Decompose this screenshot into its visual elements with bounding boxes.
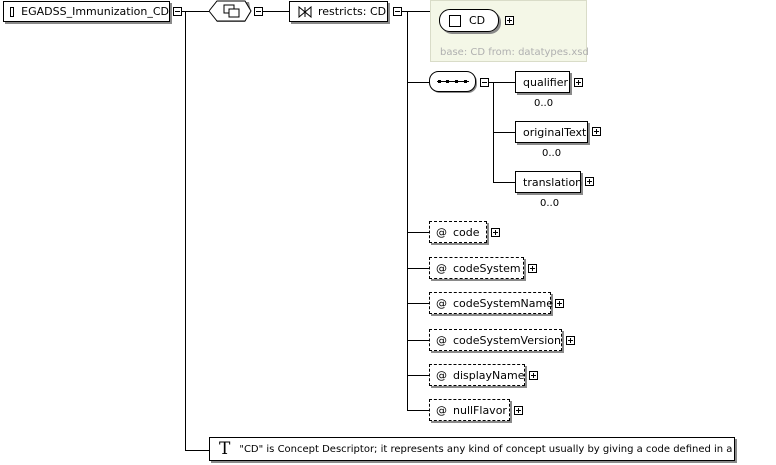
attribute-icon: @ (436, 296, 447, 310)
attribute-code[interactable]: @ code (429, 221, 487, 243)
connector-choice-restricts (261, 11, 289, 12)
collapse-choice-toggle[interactable] (254, 7, 263, 16)
attribute-codesystemname[interactable]: @ codeSystemName (429, 292, 553, 314)
collapse-restriction-toggle[interactable] (393, 7, 402, 16)
connector-annotation (185, 450, 209, 451)
element-label: translation (523, 175, 583, 189)
restriction-label: restricts: CD (318, 5, 387, 18)
attribute-codesystem[interactable]: @ codeSystem (429, 257, 524, 279)
attribute-icon: @ (436, 333, 447, 347)
base-type-node[interactable]: CD (439, 9, 499, 32)
connector-translation (493, 182, 515, 183)
root-element-node[interactable]: EGADSS_Immunization_CD (3, 1, 170, 22)
element-translation[interactable]: translation (515, 171, 583, 193)
connector-attr-codesystemname (407, 303, 429, 304)
sequence-compositor-node[interactable] (429, 70, 479, 95)
connector-attr-codesystem (407, 268, 429, 269)
occurrence-label: 0..0 (534, 98, 554, 109)
connector-sequence-out (487, 82, 515, 83)
connector-attr-nullflavor (407, 410, 429, 411)
expand-displayname-toggle[interactable] (529, 371, 538, 380)
expand-codesystemname-toggle[interactable] (555, 299, 564, 308)
attribute-nullflavor[interactable]: @ nullFlavor (429, 399, 510, 421)
collapse-sequence-toggle[interactable] (480, 78, 489, 87)
attribute-label: codeSystem (453, 261, 521, 275)
attribute-label: codeSystemName (453, 296, 553, 310)
attribute-label: code (453, 225, 480, 239)
connector-sequence (407, 82, 429, 83)
expand-translation-toggle[interactable] (585, 177, 594, 186)
expand-code-toggle[interactable] (491, 228, 500, 237)
element-label: qualifier (523, 75, 569, 89)
element-qualifier[interactable]: qualifier (515, 71, 570, 93)
attribute-icon: @ (436, 368, 447, 382)
expand-codesystem-toggle[interactable] (528, 264, 537, 273)
restriction-node[interactable]: restricts: CD (289, 1, 388, 22)
attribute-icon: @ (436, 261, 447, 275)
expand-codesystemversion-toggle[interactable] (566, 336, 575, 345)
connector-originaltext (493, 132, 515, 133)
restriction-icon (298, 5, 312, 18)
annotation-node: T "CD" is Concept Descriptor; it represe… (209, 437, 735, 461)
attribute-codesystemversion[interactable]: @ codeSystemVersion (429, 329, 562, 351)
connector-restricts-trunk (407, 11, 408, 411)
attribute-icon: @ (436, 225, 447, 239)
occurrence-label: 0..0 (540, 198, 560, 209)
expand-nullflavor-toggle[interactable] (514, 406, 523, 415)
annotation-icon: T (219, 438, 231, 459)
expand-base-type-toggle[interactable] (505, 16, 514, 25)
expand-originaltext-toggle[interactable] (592, 127, 601, 136)
type-icon (449, 14, 461, 27)
attribute-label: displayName (453, 368, 525, 382)
base-type-note: base: CD from: datatypes.xsd (440, 47, 589, 58)
connector-attr-code (407, 232, 429, 233)
element-label: originalText (523, 125, 587, 139)
connector-root-choice (181, 11, 211, 12)
occurrence-label: 0..0 (542, 148, 562, 159)
connector-root-trunk (185, 11, 186, 451)
element-originaltext[interactable]: originalText (515, 121, 588, 143)
base-type-label: CD (469, 14, 486, 27)
attribute-label: codeSystemVersion (453, 333, 561, 347)
attribute-label: nullFlavor (453, 403, 507, 417)
element-icon (10, 6, 15, 17)
collapse-root-toggle[interactable] (173, 7, 182, 16)
root-element-label: EGADSS_Immunization_CD (21, 5, 169, 18)
attribute-displayname[interactable]: @ displayName (429, 364, 525, 386)
connector-attr-displayname (407, 375, 429, 376)
expand-qualifier-toggle[interactable] (574, 78, 583, 87)
connector-restricts-base (400, 11, 430, 12)
attribute-icon: @ (436, 403, 447, 417)
choice-compositor-node[interactable] (209, 0, 253, 25)
annotation-text: "CD" is Concept Descriptor; it represent… (239, 443, 734, 455)
connector-attr-codesystemversion (407, 340, 429, 341)
